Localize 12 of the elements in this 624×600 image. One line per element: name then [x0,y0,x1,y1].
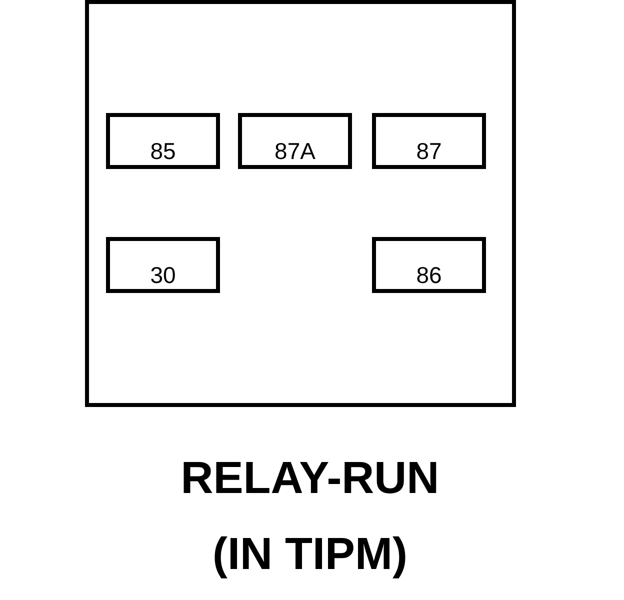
pin-number: 86 [416,264,442,287]
terminal-box [106,113,220,169]
pin-number: 85 [150,140,176,163]
pin-number: 30 [150,264,176,287]
terminal-box [238,113,352,169]
pin-number: 87 [416,140,442,163]
caption: RELAY-RUN (IN TIPM) [180,451,440,581]
relay-outline [85,0,516,407]
terminal-box [372,113,486,169]
pin-number: 87A [274,140,316,163]
terminal-box [106,237,220,293]
terminal-box [372,237,486,293]
